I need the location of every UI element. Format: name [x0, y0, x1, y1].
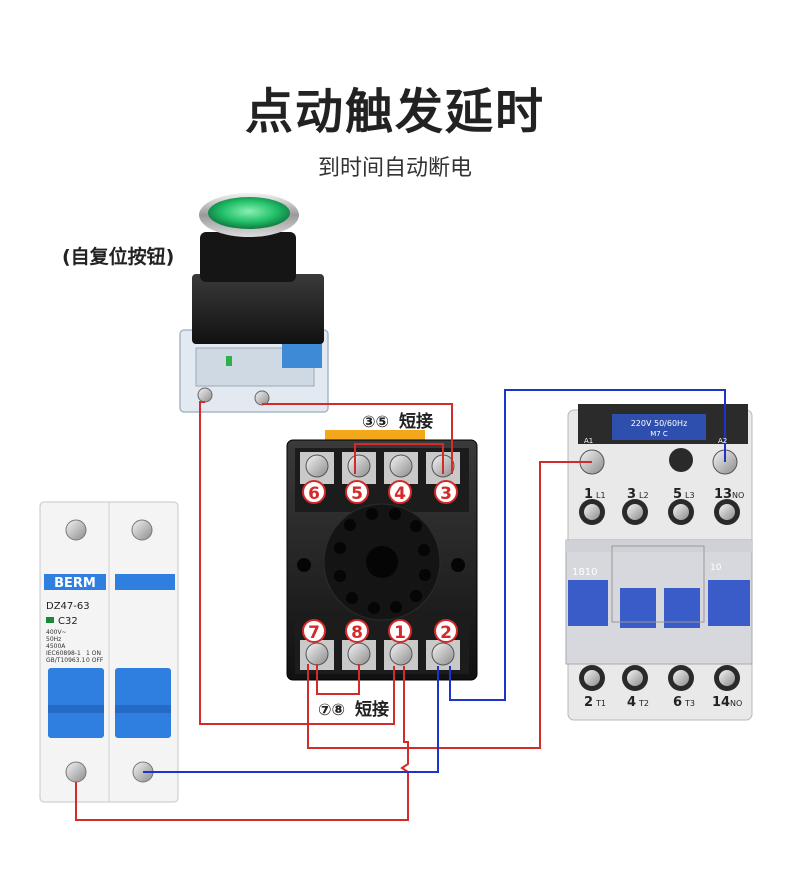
wire-red-breaker-to-pin1 [75, 666, 409, 821]
breaker-spec-1: 400V~ [46, 629, 67, 636]
contactor-terminal-4-sub: T2 [638, 699, 649, 708]
relay-pin-2-label: 2 [440, 623, 452, 643]
wire-red-short-3-5 [354, 443, 444, 474]
contactor-terminal-5-num: 5 [673, 487, 682, 502]
button-terminal-left [197, 387, 213, 403]
breaker-model: DZ47-63 [46, 601, 90, 612]
contactor-top-terminal-labels: 1 L1 3 L2 5 L3 13 NO [584, 487, 744, 502]
contactor-terminal-4-num: 4 [627, 695, 636, 710]
button-terminal-right [254, 390, 270, 406]
short-note-3-5-text: 短接 [399, 411, 433, 432]
contactor-bottom-screws [579, 665, 740, 691]
contactor-terminal-3-num: 3 [627, 487, 636, 502]
breaker-off-label: 0 OFF [86, 657, 104, 664]
contactor-coil-label: 220V 50/60Hz [631, 419, 688, 428]
contactor-terminal-5-sub: L3 [685, 491, 695, 500]
contactor-coil-sub: M7 C [650, 430, 668, 438]
time-relay-base [286, 430, 478, 681]
breaker-spec-5: GB/T10963.1 [46, 657, 85, 664]
breaker-toggle-right [115, 668, 171, 738]
wire-red-pin7-to-a1 [307, 461, 592, 749]
wires [75, 389, 726, 821]
contactor-model-code: 1810 [572, 567, 597, 578]
contactor-aux-number: 10 [710, 563, 722, 573]
contactor-a2-label: A2 [718, 437, 727, 445]
wire-blue-breaker-to-pin2 [143, 666, 439, 773]
breaker-spec-2: 50Hz [46, 636, 61, 643]
button-housing [192, 274, 324, 344]
relay-top-screws [300, 452, 460, 484]
contactor-terminal-2-num: 2 [584, 695, 593, 710]
ac-contactor [565, 404, 753, 721]
contactor-terminal-14-num: 14 [712, 695, 730, 710]
contactor-terminal-6-num: 6 [673, 695, 682, 710]
circuit-breaker [39, 501, 179, 803]
contactor-terminal-3-sub: L2 [639, 491, 649, 500]
breaker-spec-4: IEC60898-1 [46, 650, 81, 657]
relay-pin-5-label: 5 [351, 484, 363, 504]
wire-blue-pin2-to-a2 [449, 389, 726, 701]
relay-pin-3-label: 3 [440, 484, 452, 504]
contactor-a1-label: A1 [584, 437, 593, 445]
page-subtitle: 到时间自动断电 [317, 156, 472, 181]
contactor-top-screws [579, 499, 740, 525]
contactor-blue-window-left [568, 580, 608, 626]
contactor-terminal-2-sub: T1 [595, 699, 606, 708]
wire-red-button-to-relay [199, 401, 395, 725]
breaker-toggle-left [48, 668, 104, 738]
green-button-cap [208, 197, 290, 229]
relay-pin-1-label: 1 [394, 623, 406, 643]
wire-red-short-7-8 [316, 664, 360, 695]
contactor-terminal-13-sub: NO [732, 491, 744, 500]
short-note-3-5-pins: ③⑤ [362, 412, 389, 431]
relay-pin-4-label: 4 [394, 484, 406, 504]
wire-red-button-to-pin3 [262, 403, 453, 474]
breaker-brand-plate [44, 574, 106, 590]
push-button [179, 193, 329, 413]
contactor-terminal-1-num: 1 [584, 487, 593, 502]
relay-top-pin-labels: 6 5 4 3 [302, 480, 458, 504]
relay-pin-7-label: 7 [308, 623, 320, 643]
push-button-label: (自复位按钮) [62, 246, 175, 268]
breaker-on-label: 1 ON [86, 650, 101, 657]
breaker-spec-3: 4500A [46, 643, 66, 650]
contactor-terminal-1-sub: L1 [596, 491, 606, 500]
contactor-coil-plate [612, 414, 706, 440]
contactor-terminal-14-sub: NO [730, 699, 742, 708]
relay-pin-8-label: 8 [351, 623, 363, 643]
short-note-7-8-pins: ⑦⑧ [318, 700, 345, 719]
contactor-bottom-terminal-labels: 2 T1 4 T2 6 T3 14 NO [584, 695, 742, 710]
breaker-brand: BERM [54, 576, 96, 591]
breaker-terminal-left [65, 761, 87, 783]
contactor-terminal-13-num: 13 [714, 487, 732, 502]
breaker-rating: C32 [58, 616, 78, 627]
short-note-7-8-text: 短接 [355, 699, 389, 720]
page-title: 点动触发延时 [244, 84, 545, 140]
relay-pin-6-label: 6 [308, 484, 320, 504]
relay-bottom-pin-labels: 7 8 1 2 [302, 619, 458, 643]
contactor-terminal-6-sub: T3 [684, 699, 695, 708]
